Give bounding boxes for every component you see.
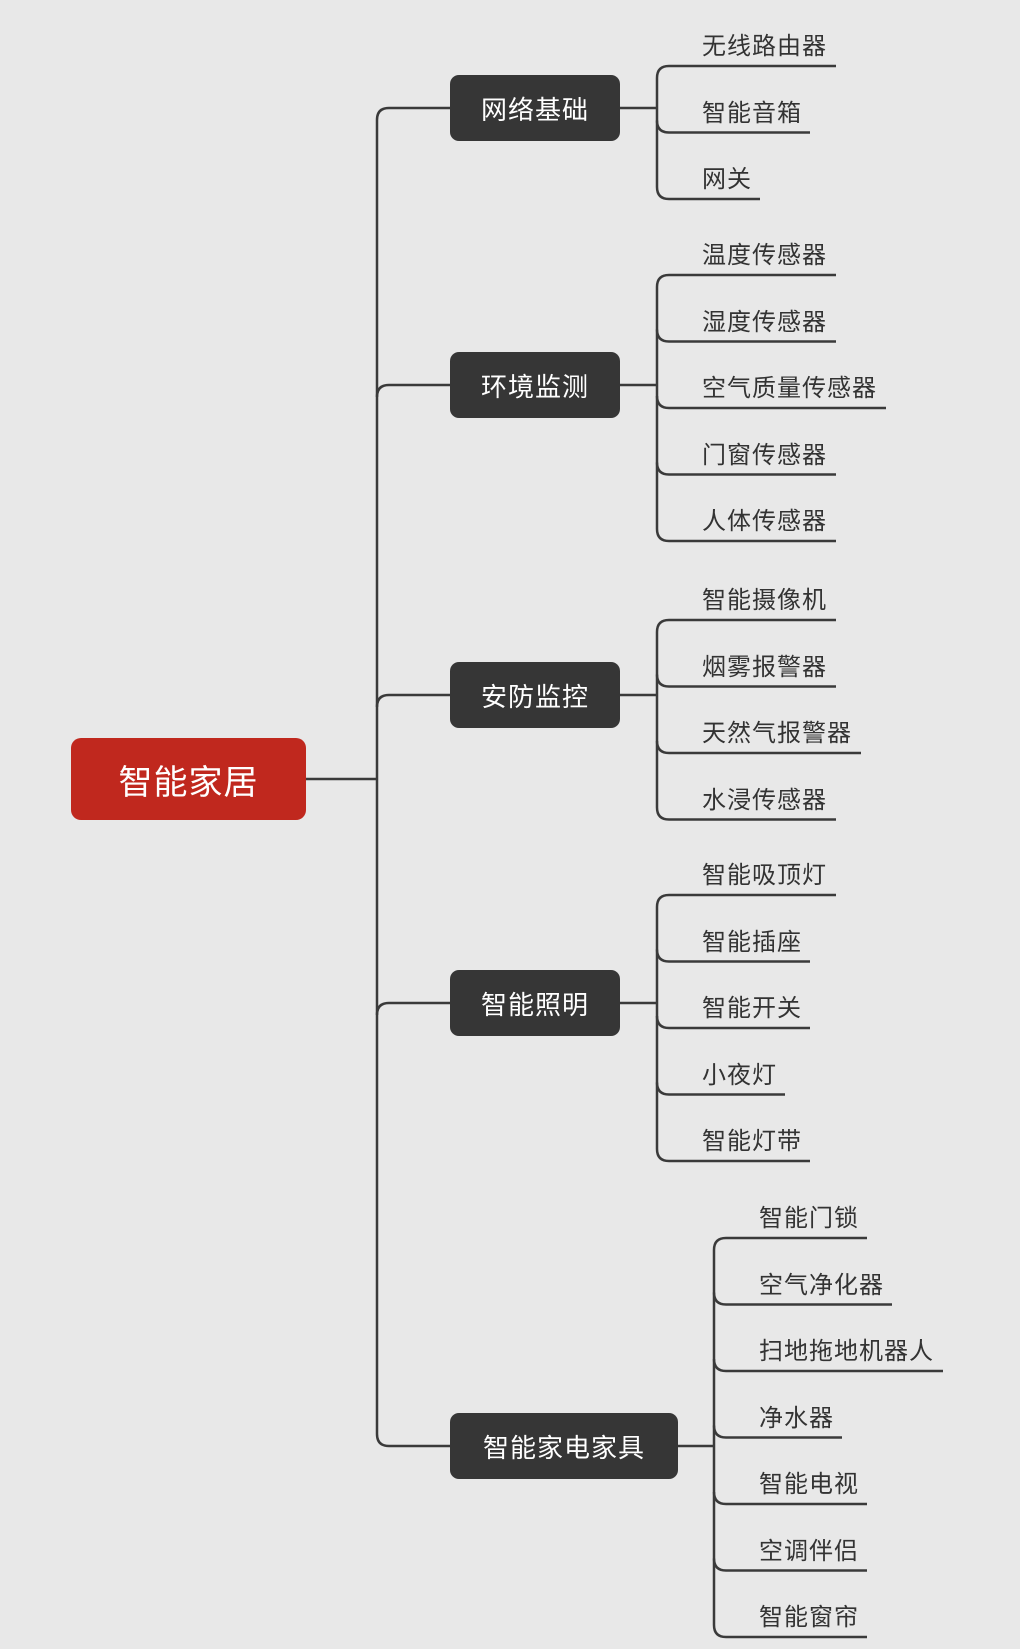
leaf-node: 智能摄像机	[702, 586, 827, 614]
leaf-node: 空气质量传感器	[702, 374, 877, 402]
leaf-node: 小夜灯	[702, 1060, 777, 1089]
leaf-node: 智能门锁	[759, 1204, 859, 1232]
connector-line	[712, 1236, 727, 1639]
root-node: 智能家居	[71, 738, 306, 820]
leaf-node: 网关	[702, 165, 752, 193]
leaf-node: 空调伴侣	[759, 1536, 859, 1565]
connector-line	[655, 395, 886, 410]
connector-line	[655, 618, 670, 821]
connector-line	[712, 1491, 867, 1506]
connector-line	[655, 1015, 810, 1030]
connector-line	[375, 1001, 450, 1016]
connector-line	[655, 462, 836, 476]
connector-line	[655, 1082, 785, 1096]
connector-line	[712, 1292, 892, 1306]
leaf-node: 智能开关	[702, 994, 802, 1022]
category-node: 智能家电家具	[450, 1413, 678, 1479]
leaf-node: 净水器	[759, 1403, 834, 1432]
leaf-node: 智能窗帘	[759, 1603, 859, 1631]
connector-line	[655, 273, 670, 543]
leaf-node: 天然气报警器	[702, 719, 852, 747]
category-node: 智能照明	[450, 970, 620, 1036]
leaf-node: 无线路由器	[702, 32, 827, 60]
connector-line	[655, 949, 810, 963]
connector-line	[712, 1558, 867, 1572]
leaf-node: 智能吸顶灯	[702, 861, 827, 889]
leaf-node: 智能音箱	[702, 98, 802, 127]
connector-line	[712, 1425, 842, 1439]
category-node: 环境监测	[450, 352, 620, 418]
leaf-node: 智能电视	[759, 1470, 859, 1498]
leaf-node: 智能灯带	[702, 1127, 802, 1155]
connector-line	[375, 106, 450, 1448]
connector-line	[655, 329, 836, 343]
connector-line	[375, 693, 450, 708]
connector-line	[655, 740, 861, 755]
connector-line	[655, 674, 836, 688]
leaf-node: 空气净化器	[759, 1270, 884, 1299]
leaf-node: 水浸传感器	[702, 785, 827, 814]
connector-line	[655, 893, 670, 1163]
category-node: 网络基础	[450, 75, 620, 141]
leaf-node: 扫地拖地机器人	[759, 1337, 934, 1365]
leaf-node: 湿度传感器	[702, 307, 827, 336]
leaf-node: 门窗传感器	[702, 440, 827, 469]
connector-line	[712, 1358, 943, 1373]
leaf-node: 智能插座	[702, 927, 802, 956]
leaf-node: 烟雾报警器	[702, 652, 827, 681]
leaf-node: 人体传感器	[702, 507, 827, 535]
leaf-node: 温度传感器	[702, 241, 827, 269]
category-node: 安防监控	[450, 662, 620, 728]
connector-line	[655, 64, 670, 201]
connector-line	[375, 383, 450, 398]
connector-line	[655, 120, 810, 134]
